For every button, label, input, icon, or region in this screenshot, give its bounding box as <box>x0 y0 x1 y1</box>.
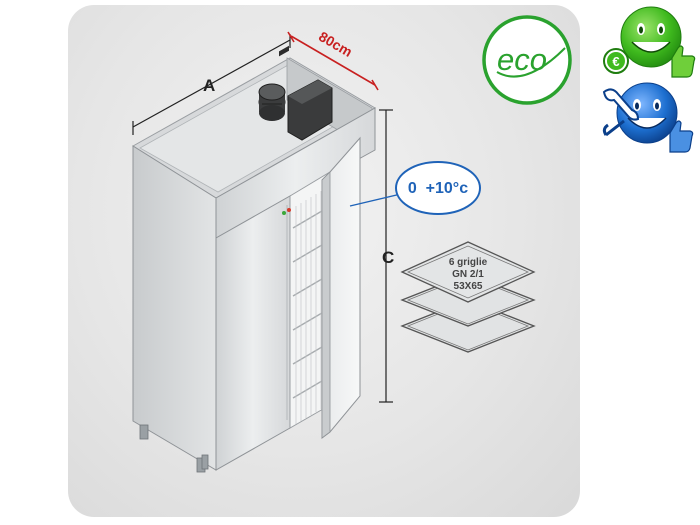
depth-label: 80cm <box>316 28 355 60</box>
width-label: A <box>203 76 215 95</box>
service-smiley-icon <box>602 82 694 153</box>
compressor-unit <box>258 79 333 141</box>
savings-smiley-icon: € <box>603 6 696 78</box>
eco-badge: eco <box>482 15 572 105</box>
refrigerator <box>132 45 377 473</box>
shelf-grids <box>400 241 536 353</box>
dimension-depth <box>287 31 379 91</box>
temperature-callout <box>395 161 481 215</box>
dimension-c <box>379 109 393 403</box>
height-label: C <box>382 248 394 267</box>
euro-symbol: € <box>612 54 619 69</box>
control-display <box>279 45 289 57</box>
shelf-count: 6 griglie <box>449 257 488 268</box>
eco-label: eco <box>497 42 547 77</box>
shelf-gn-size: GN 2/1 <box>452 269 484 280</box>
callout-pointer <box>349 192 406 207</box>
shelf-dimensions: 53X65 <box>454 281 483 292</box>
temperature-range: 0 +10°c <box>408 180 468 197</box>
